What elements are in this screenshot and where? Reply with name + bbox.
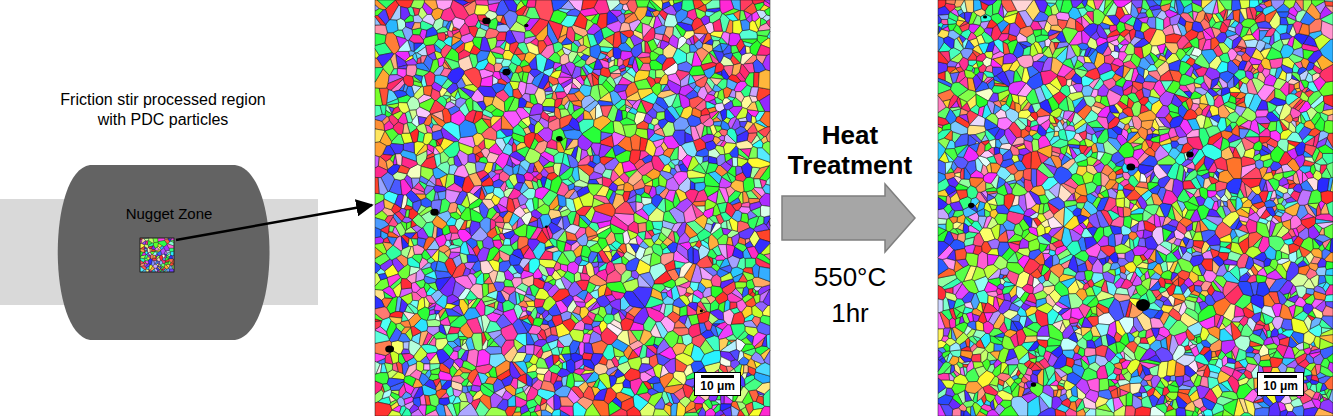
- grain: [427, 319, 441, 326]
- grain: [403, 342, 409, 350]
- grain: [760, 205, 770, 217]
- grain: [733, 20, 742, 34]
- grain: [468, 153, 476, 163]
- grain: [438, 191, 446, 200]
- grain: [638, 223, 647, 233]
- process-arrow: [782, 184, 915, 252]
- grain: [713, 121, 722, 126]
- ebsd-map: [375, 0, 770, 416]
- grain: [671, 403, 677, 416]
- grain: [743, 365, 748, 373]
- grain: [757, 30, 770, 36]
- grain: [613, 31, 621, 47]
